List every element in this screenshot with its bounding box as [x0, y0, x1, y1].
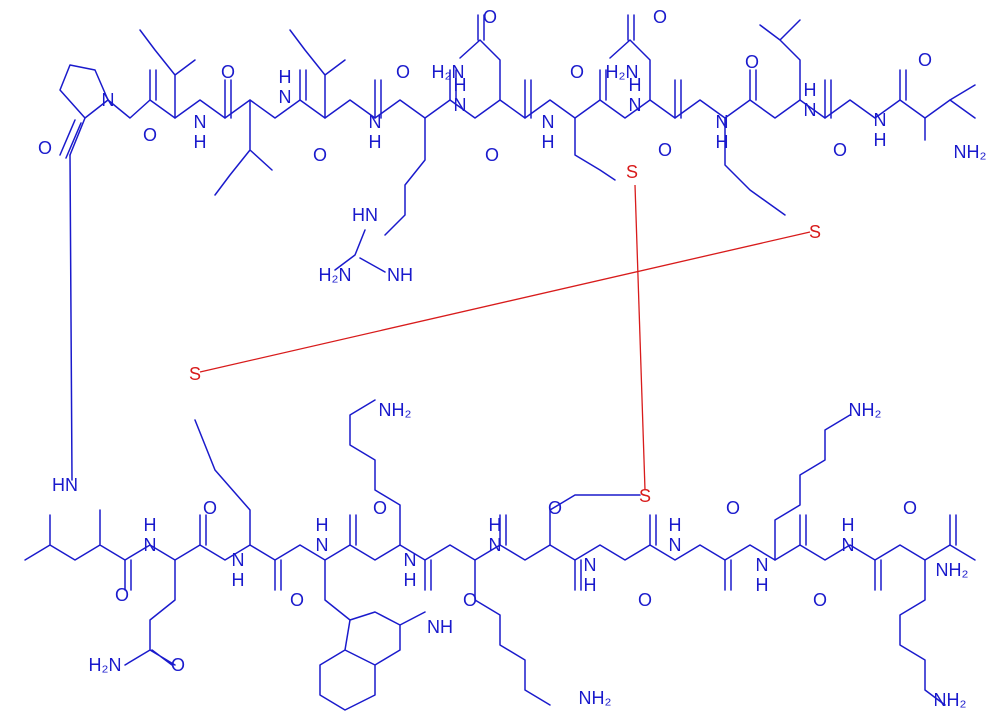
atom-h2n-asn1: H₂N — [432, 62, 465, 82]
atom-nh2-lys3: NH₂ — [849, 400, 882, 420]
atom-h-asn2: H — [716, 132, 729, 152]
atom-nh-cys2: N — [804, 100, 817, 120]
side-chains-top — [59, 14, 976, 273]
atom-nh2-ala: NH₂ — [954, 142, 987, 162]
atom-nh2-cterm: NH₂ — [936, 560, 969, 580]
atom-o-ala: O — [918, 50, 932, 70]
atom-o-gln-side: O — [171, 655, 185, 675]
atom-o-arg: O — [396, 62, 410, 82]
atom-h-asn1: H — [542, 132, 555, 152]
atom-h-cys2: H — [804, 80, 817, 100]
atom-nh-leu1: N — [874, 110, 887, 130]
atom-o-ile3: O — [313, 145, 327, 165]
atom-nh-lys1: N — [404, 550, 417, 570]
backbone-bottom — [99, 509, 957, 591]
atom-nh-gln: N — [144, 535, 157, 555]
cyclization-bond — [69, 154, 73, 481]
atom-n-pro: N — [102, 90, 115, 110]
atom-nh-ile1: N — [194, 112, 207, 132]
atom-h-cys4: H — [584, 575, 597, 595]
atom-o-ile1: O — [143, 125, 157, 145]
atom-o-asn1: O — [485, 145, 499, 165]
atom-nh2-lys4: NH₂ — [934, 690, 967, 710]
atom-o-gly: O — [726, 498, 740, 518]
atom-o-leu1: O — [833, 140, 847, 160]
atom-nh-ile2: N — [279, 87, 292, 107]
atom-nh-asn2: N — [716, 112, 729, 132]
atom-h-arg: H — [454, 75, 467, 95]
atom-h-ile1: H — [194, 132, 207, 152]
atom-h-gly: H — [669, 515, 682, 535]
disulfide-bridges — [199, 184, 811, 491]
atom-h-ile2: H — [279, 67, 292, 87]
atom-o-gln: O — [203, 498, 217, 518]
atom-o-asn2-side: O — [653, 7, 667, 27]
atom-s-cys1: S — [626, 162, 638, 182]
atom-o-asn1-side: O — [483, 7, 497, 27]
atom-nh-lys4: N — [842, 535, 855, 555]
atom-o-asn2: O — [658, 140, 672, 160]
atom-hn-leu2: HN — [52, 475, 78, 495]
atom-h-lys3: H — [756, 575, 769, 595]
atom-h2n-gln: H₂N — [89, 655, 122, 675]
atom-o-lys3: O — [813, 590, 827, 610]
atom-o-cys2: O — [745, 52, 759, 72]
atom-h-leu1: H — [874, 130, 887, 150]
atom-h-trp: H — [316, 515, 329, 535]
atom-o-lys1: O — [463, 590, 477, 610]
atom-o-cys4: O — [638, 590, 652, 610]
atom-o-cys3: O — [290, 590, 304, 610]
atom-h-cys3: H — [232, 570, 245, 590]
atom-nh-lys3: N — [756, 555, 769, 575]
side-chains-bottom — [24, 399, 976, 711]
atom-h-gln: H — [144, 515, 157, 535]
atom-o-ile2: O — [221, 62, 235, 82]
atom-h-ile3: H — [369, 132, 382, 152]
atom-nh2-lys2: NH₂ — [579, 688, 612, 708]
atom-o-lys2: O — [548, 498, 562, 518]
atom-nh-lys2: N — [489, 535, 502, 555]
atom-nh-cys1: N — [629, 95, 642, 115]
atom-h-lys1: H — [404, 570, 417, 590]
atom-nh-arg: N — [454, 95, 467, 115]
disulfide-bond-2 — [199, 231, 811, 373]
atom-nh-cys4: N — [584, 555, 597, 575]
atom-s-cys2: S — [809, 222, 821, 242]
atom-o-pro: O — [38, 138, 52, 158]
atom-nh-asn1: N — [542, 112, 555, 132]
atom-s-cys3: S — [189, 364, 201, 384]
atom-o-trp: O — [373, 498, 387, 518]
atom-nh-trp: N — [316, 535, 329, 555]
backbone-top — [59, 69, 976, 159]
atom-h2n-guan: H₂N — [319, 265, 352, 285]
atom-nh-cys3: N — [232, 550, 245, 570]
atom-nh2-lys1: NH₂ — [379, 400, 412, 420]
atom-hn-guan: HN — [352, 205, 378, 225]
atom-nh-guan: NH — [387, 265, 413, 285]
atom-o-cys1: O — [570, 62, 584, 82]
atom-labels: O N N H O N H O N H O N H O H₂N O N H O … — [38, 7, 987, 710]
atom-h2n-asn2: H₂N — [606, 62, 639, 82]
atom-o-lys4: O — [903, 498, 917, 518]
atom-h-cys1: H — [629, 75, 642, 95]
atom-h-lys2: H — [489, 515, 502, 535]
disulfide-bond-1 — [634, 184, 646, 491]
atom-nh-gly: N — [669, 535, 682, 555]
atom-o-leu2: O — [115, 585, 129, 605]
atom-nh-ile3: N — [369, 112, 382, 132]
atom-h-lys4: H — [842, 515, 855, 535]
atom-s-cys4: S — [639, 486, 651, 506]
atom-nh-indole: NH — [427, 617, 453, 637]
